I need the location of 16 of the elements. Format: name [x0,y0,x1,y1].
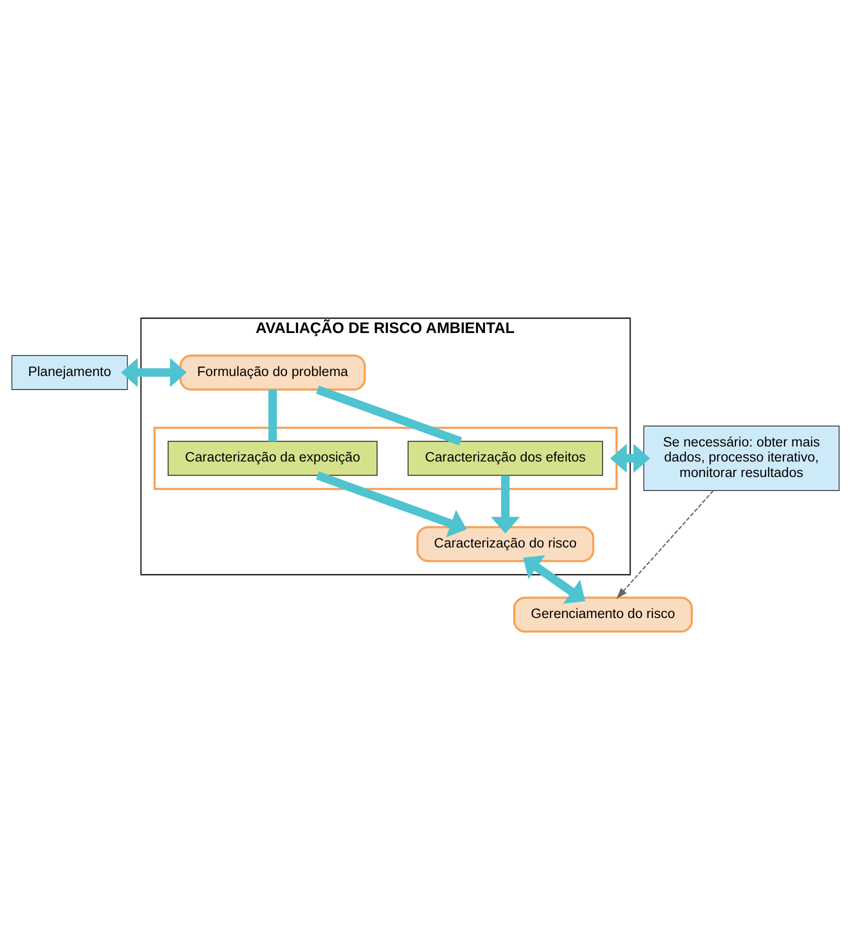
node-box: Se necessário: obter mais dados, processo iterativo, monitorar resultados [643,426,840,492]
arrow [316,471,467,538]
node-box: Gerenciamento do risco [513,596,693,633]
cluster [154,426,618,490]
arrow [490,475,520,534]
arrow [616,490,714,599]
node-box: Caracterização do risco [416,526,594,562]
node-box: Formulação do problema [179,354,366,391]
node-box: Planejamento [11,355,128,390]
arrow [610,444,650,473]
arrow [523,555,586,604]
node-box: Caracterização dos efeitos [408,440,604,476]
arrow [121,358,187,388]
node-box: Caracterização da exposição [168,440,378,476]
connector [316,386,462,446]
connector [268,390,277,442]
